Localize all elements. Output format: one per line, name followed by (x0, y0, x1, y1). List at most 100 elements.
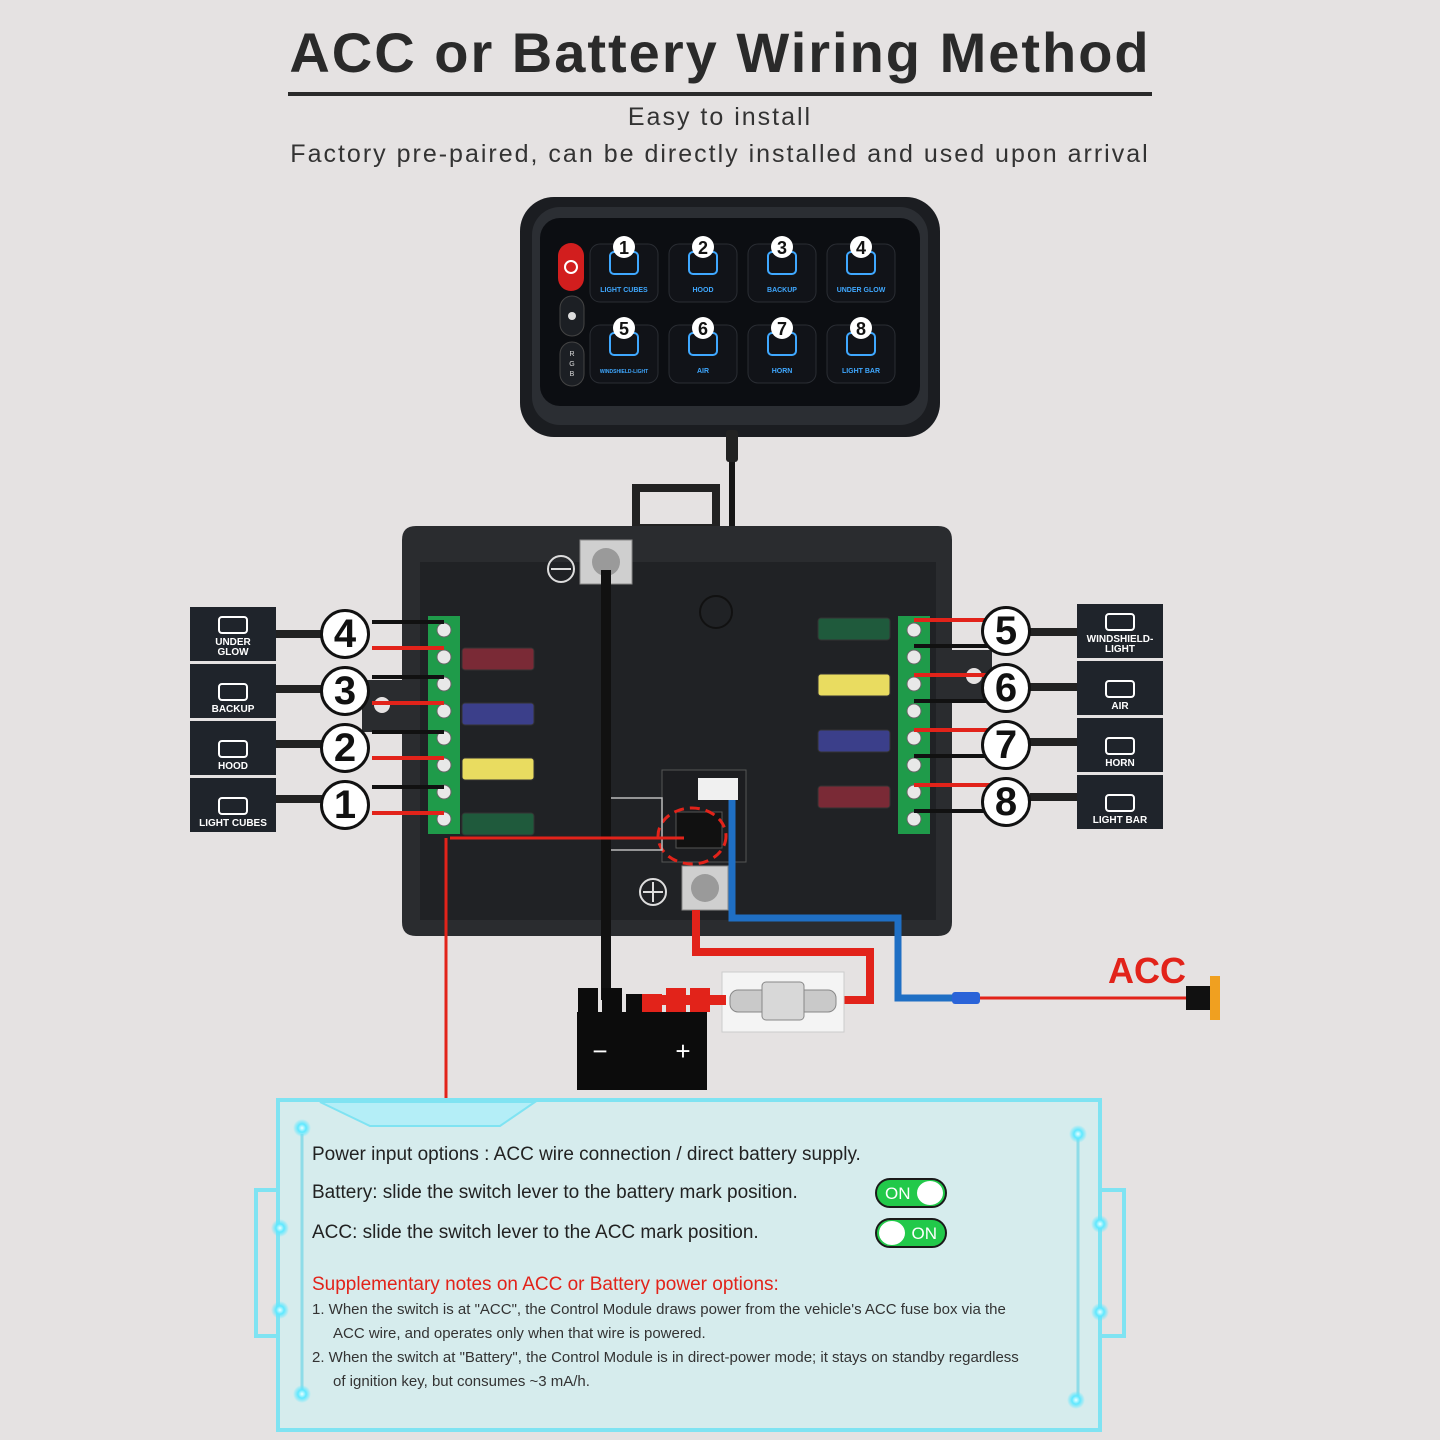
svg-text:R: R (569, 351, 574, 358)
button-label: HOOD (693, 287, 714, 294)
terminal-screw (906, 811, 922, 827)
power-button (558, 243, 584, 291)
button-number-badge (613, 317, 635, 339)
title-underline (288, 92, 1152, 96)
output-tile-6: AIR (1077, 661, 1163, 715)
output-tile-label: LIGHT CUBES (199, 818, 267, 829)
power-icon (564, 260, 578, 274)
button-label: LIGHT BAR (842, 368, 880, 375)
svg-text:G: G (569, 361, 574, 368)
output-number-3: 3 (320, 666, 370, 716)
note-2-line-1: 2. When the switch at "Battery", the Con… (312, 1349, 1019, 1366)
terminal-screw (906, 649, 922, 665)
notes-title: Supplementary notes on ACC or Battery po… (312, 1274, 779, 1295)
relay-box (362, 484, 992, 936)
subtitle-pre-paired: Factory pre-paired, can be directly inst… (290, 140, 1150, 168)
output-number-1: 1 (320, 780, 370, 830)
fuse (817, 617, 891, 641)
button-label: UNDER GLOW (837, 287, 886, 294)
terminal-screw (906, 703, 922, 719)
battery-on-toggle: ON (875, 1178, 947, 1208)
fuse (461, 812, 535, 836)
button-label: HORN (772, 368, 793, 375)
output-number-2: 2 (320, 723, 370, 773)
battery-plus: + (675, 1036, 690, 1066)
fuse (817, 785, 891, 809)
power-switch-highlight (656, 806, 728, 866)
battery-positive-wire (692, 910, 874, 1004)
fuse (461, 757, 535, 781)
button-number: 6 (698, 319, 708, 339)
add-a-circuit-fuse (1186, 986, 1214, 1010)
fuse (461, 702, 535, 726)
note-1-line-1: 1. When the switch is at "ACC", the Cont… (312, 1301, 1006, 1318)
output-tile-label: AIR (1111, 701, 1129, 712)
output-tile-label: HOOD (218, 761, 248, 772)
terminal-screw (436, 622, 452, 638)
toggle-on-label: ON (911, 1224, 938, 1243)
output-tile-label: BACKUP (211, 704, 255, 715)
terminal-screw (436, 676, 452, 692)
button-number: 7 (777, 319, 787, 339)
acc-label: ACC (1108, 950, 1186, 991)
button-label: LIGHT CUBES (600, 287, 648, 294)
svg-text:B: B (570, 371, 575, 378)
acc-instruction-text: ACC: slide the switch lever to the ACC m… (312, 1222, 759, 1243)
output-tile-1: LIGHT CUBES (190, 778, 276, 832)
button-number-badge (771, 236, 793, 258)
button-number: 3 (777, 238, 787, 258)
button-number-badge (850, 317, 872, 339)
page-title: ACC or Battery Wiring Method (289, 21, 1151, 84)
button-number-badge (692, 236, 714, 258)
output-number-4: 4 (320, 609, 370, 659)
horn-icon (1105, 737, 1135, 755)
button-number: 8 (856, 319, 866, 339)
terminal-screw (906, 757, 922, 773)
light-cubes-icon (218, 797, 248, 815)
note-2-line-2: of ignition key, but consumes ~3 mA/h. (333, 1373, 590, 1390)
terminal-screw (906, 784, 922, 800)
button-number-badge (850, 236, 872, 258)
power-input-options-text: Power input options : ACC wire connectio… (312, 1144, 861, 1165)
output-tile-5: WINDSHIELD-LIGHT (1077, 604, 1163, 658)
terminal-screw (906, 676, 922, 692)
inline-fuse (721, 971, 845, 1033)
output-tile-label: WINDSHIELD-LIGHT (1086, 634, 1154, 655)
toggle-knob (917, 1181, 943, 1205)
fuse (461, 647, 535, 671)
output-tile-label: HORN (1105, 758, 1135, 769)
acc-on-toggle: ON (875, 1218, 947, 1248)
button-label: WINDSHIELD-LIGHT (600, 369, 648, 375)
output-tile-label: UNDER GLOW (215, 637, 251, 658)
under-glow-icon (218, 616, 248, 634)
output-number-6: 6 (981, 663, 1031, 713)
button-label: AIR (697, 368, 709, 375)
terminal-screw (436, 649, 452, 665)
output-number-7: 7 (981, 720, 1031, 770)
output-number-5: 5 (981, 606, 1031, 656)
subtitle-easy-install: Easy to install (627, 103, 813, 131)
terminal-screw (436, 703, 452, 719)
button-number: 4 (856, 238, 866, 258)
toggle-knob (879, 1221, 905, 1245)
backup-icon (218, 683, 248, 701)
terminal-screw (906, 730, 922, 746)
button-number-badge (613, 236, 635, 258)
output-number-8: 8 (981, 777, 1031, 827)
rgb-button (559, 341, 585, 387)
button-number: 5 (619, 319, 629, 339)
output-tile-2: HOOD (190, 721, 276, 775)
hood-icon (218, 740, 248, 758)
battery: − + (577, 988, 710, 1090)
button-number-badge (692, 317, 714, 339)
terminal-block (898, 616, 930, 834)
